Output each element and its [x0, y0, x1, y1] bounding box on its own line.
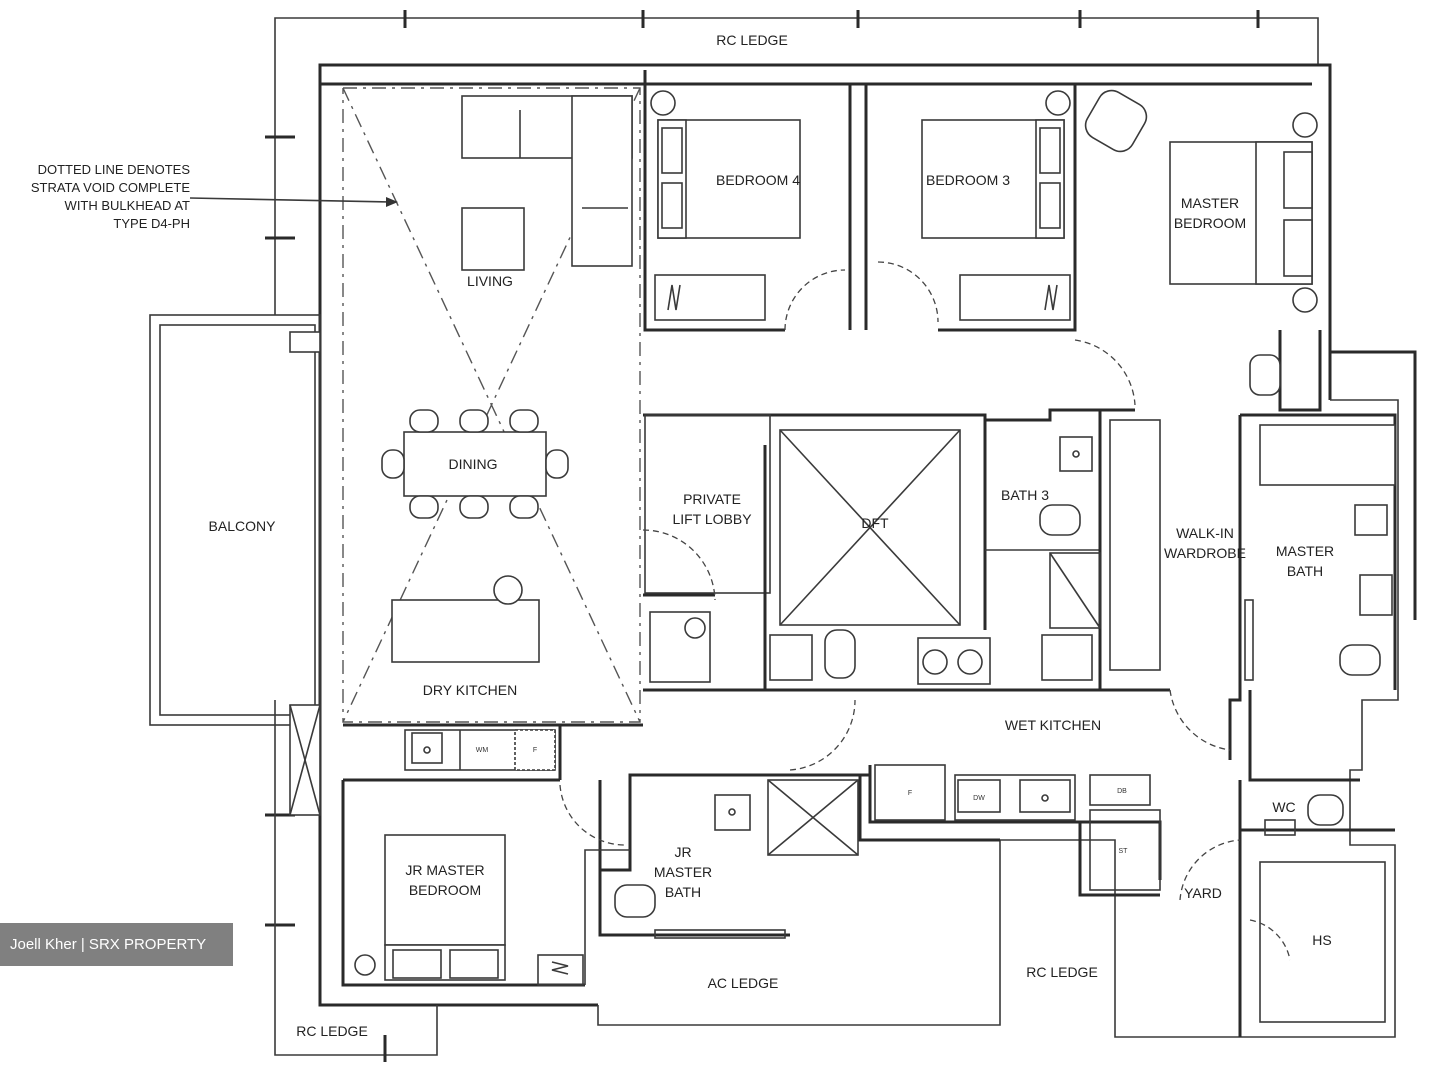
note-line3: WITH BULKHEAD AT [65, 198, 191, 213]
wet-kitchen-counter [874, 764, 1161, 891]
jr-master-bedroom-label-line1: JR MASTER [405, 862, 484, 878]
master-bedroom-label-line2: BEDROOM [1174, 215, 1246, 231]
washing-machine-label: WM [476, 747, 489, 754]
walk-in-wardrobe-label-line1: WALK-IN [1176, 525, 1234, 541]
jr-master-bedroom-label-line2: BEDROOM [409, 882, 481, 898]
jr-master-bath-label-line2: MASTER [654, 864, 712, 880]
jr-master-bath-label-line3: BATH [665, 884, 701, 900]
rc-ledge-right-label: RC LEDGE [1026, 964, 1098, 980]
dry-kitchen-counter [404, 729, 556, 771]
watermark: Joell Kher | SRX PROPERTY [0, 923, 233, 966]
rc-ledge-top-outline [265, 10, 1319, 315]
ac-ledge-label: AC LEDGE [708, 975, 779, 991]
private-lift-lobby-label-line2: LIFT LOBBY [672, 511, 752, 527]
wc-label: WC [1272, 799, 1295, 815]
db-label: DB [1117, 788, 1127, 795]
master-bedroom-label-line1: MASTER [1181, 195, 1239, 211]
bedroom3-bed [921, 90, 1071, 321]
strata-void-note: DOTTED LINE DENOTES STRATA VOID COMPLETE… [31, 162, 398, 231]
private-lift-lobby-label-line1: PRIVATE [683, 491, 741, 507]
sofa [461, 95, 633, 267]
coffee-table [461, 207, 525, 271]
jr-master-bath-label-line1: JR [674, 844, 691, 860]
dft-label: DFT [861, 515, 889, 531]
fridge-wet-label: F [908, 790, 912, 797]
lift-lobby-fixtures [649, 611, 1093, 685]
walk-in-wardrobe-label-line2: WARDROBE [1164, 545, 1246, 561]
yard-label: YARD [1184, 885, 1222, 901]
jr-master-bath-fixtures [614, 779, 859, 939]
note-arrow-icon [386, 197, 398, 207]
fridge-dry-label: F [533, 747, 537, 754]
rc-ledge-bottom-label: RC LEDGE [296, 1023, 368, 1039]
master-bath-fixtures [1244, 424, 1396, 681]
st-label: ST [1119, 848, 1129, 855]
bath3-fixtures [1039, 436, 1101, 629]
wc-fixtures [1264, 794, 1344, 836]
living-label: LIVING [467, 273, 513, 289]
kitchen-island [391, 575, 540, 663]
balcony-label: BALCONY [209, 518, 277, 534]
bedroom3-label: BEDROOM 3 [926, 172, 1010, 188]
dining-table [381, 409, 569, 519]
master-bed [1084, 89, 1318, 396]
master-bath-label-line2: BATH [1287, 563, 1323, 579]
note-line2: STRATA VOID COMPLETE [31, 180, 190, 195]
door-swings [559, 261, 1291, 961]
dining-label: DINING [449, 456, 498, 472]
jr-master-bed [354, 834, 584, 986]
bedroom4-bed [650, 90, 801, 321]
balcony-outline [149, 314, 321, 816]
interior-walls [341, 70, 1397, 1037]
wet-kitchen-label: WET KITCHEN [1005, 717, 1101, 733]
dry-kitchen-label: DRY KITCHEN [423, 682, 517, 698]
bath3-label: BATH 3 [1001, 487, 1049, 503]
bedroom4-label: BEDROOM 4 [716, 172, 800, 188]
note-line4: TYPE D4-PH [113, 216, 190, 231]
master-bath-label-line1: MASTER [1276, 543, 1334, 559]
note-line1: DOTTED LINE DENOTES [38, 162, 191, 177]
hs-label: HS [1312, 932, 1331, 948]
dishwasher-label: DW [973, 795, 985, 802]
rc-ledge-top-label: RC LEDGE [716, 32, 788, 48]
